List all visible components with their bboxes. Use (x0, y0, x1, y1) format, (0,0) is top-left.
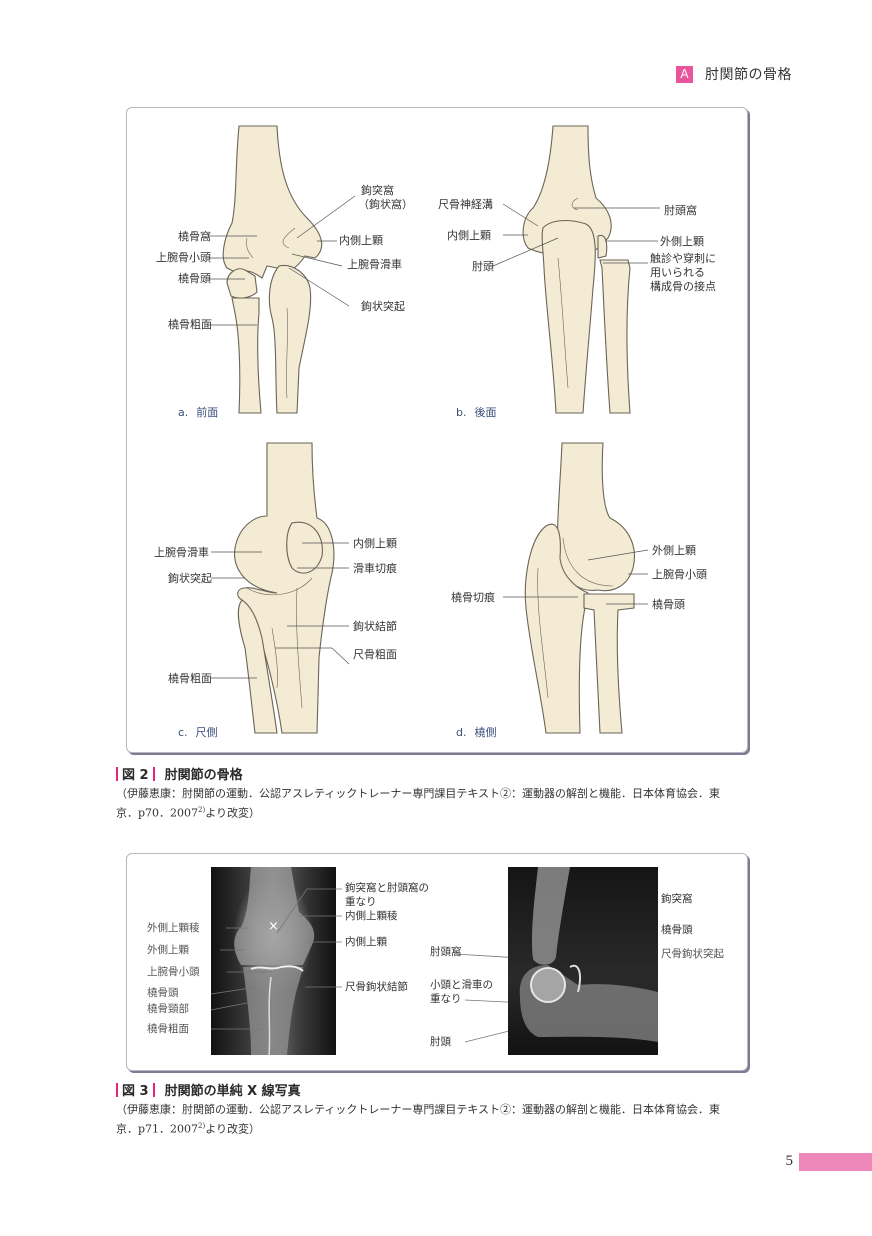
page-number: 5 (785, 1153, 794, 1169)
label-medial-epicondyle: 内側上顆 (339, 234, 383, 247)
figure-3-title: 図 3 肘関節の単純 X 線写真 (116, 1080, 752, 1099)
panel-c-ulnar: 内側上顆 上腕骨滑車 滑車切痕 鉤状突起 鉤状結節 尺骨粗面 橈骨粗面 c.尺側 (127, 428, 438, 754)
label-capitulum-d: 上腕骨小頭 (652, 568, 707, 581)
x-marker-icon: × (268, 919, 279, 934)
panel-d-radial: 外側上顆 上腕骨小頭 橈骨切痕 橈骨頭 d.橈側 (438, 428, 749, 754)
label-palpation-note-1: 触診や穿刺に (650, 252, 716, 265)
figure-2-source: （伊藤恵康：肘関節の運動．公認アスレティックトレーナー専門課目テキスト②：運動器… (116, 787, 721, 820)
xray-label-radial-neck: 橈骨頸部 (147, 1003, 189, 1015)
section-title: 肘関節の骨格 (705, 67, 792, 83)
label-trochlea-c: 上腕骨滑車 (154, 546, 209, 559)
ulnar-side-elbow-illustration (211, 442, 350, 734)
label-palpation-note-3: 構成骨の接点 (650, 280, 716, 293)
xray-label-lateral-supracondylar-ridge: 外側上顆稜 (147, 922, 200, 934)
label-coronoid-process-c: 鉤状突起 (168, 572, 212, 585)
label-radial-head-d: 橈骨頭 (652, 598, 685, 611)
figure-2-title: 図 2 肘関節の骨格 (116, 764, 752, 783)
panel-a-anterior: 鉤突窩 （鉤状窩） 橈骨窩 内側上顆 上腕骨小頭 上腕骨滑車 橈骨頭 鉤状突起 … (127, 108, 438, 428)
xray-label-radial-head-lat: 橈骨頭 (661, 924, 693, 936)
panel-a-caption: a.前面 (178, 406, 219, 419)
label-radial-head: 橈骨頭 (178, 272, 211, 285)
xray-label-overlap-1: 小頭と滑車の (430, 979, 493, 991)
anterior-elbow-illustration (207, 125, 356, 414)
xray-label-radial-tuberosity: 橈骨粗面 (147, 1023, 189, 1035)
figure-3-source: （伊藤恵康：肘関節の運動．公認アスレティックトレーナー専門課目テキスト②：運動器… (116, 1103, 721, 1136)
label-palpation-note-2: 用いられる (650, 266, 705, 279)
label-medial-epicondyle-post: 内側上顆 (447, 229, 491, 242)
label-coronoid-fossa: 鉤突窩 (361, 184, 394, 197)
page-accent-bar (799, 1153, 872, 1171)
label-coronoid-fossa-alt: （鉤状窩） (358, 198, 413, 211)
label-coronoid-process: 鉤状突起 (361, 300, 405, 313)
xray-lateral-view (508, 867, 658, 1055)
xray-label-radial-head: 橈骨頭 (147, 987, 179, 999)
label-medial-epicondyle-c: 内側上顆 (353, 537, 397, 550)
panel-c-caption: c.尺側 (178, 726, 218, 739)
label-radial-tuberosity-c: 橈骨粗面 (168, 672, 212, 685)
xray-label-overlap-2: 重なり (430, 993, 462, 1005)
label-radial-tuberosity: 橈骨粗面 (168, 318, 212, 331)
panel-b-caption: b.後面 (456, 406, 497, 419)
xray-label-fossa-overlap-2: 重なり (345, 896, 377, 908)
posterior-elbow-illustration (492, 125, 660, 414)
xray-label-coronoid-fossa: 鉤突窩 (661, 893, 693, 905)
figure-2-frame: 鉤突窩 （鉤状窩） 橈骨窩 内側上顆 上腕骨小頭 上腕骨滑車 橈骨頭 鉤状突起 … (126, 107, 748, 753)
section-badge: A (676, 65, 693, 83)
label-lateral-epicondyle-post: 外側上顆 (660, 235, 704, 248)
panel-b-posterior: 尺骨神経溝 肘頭窩 内側上顆 外側上顆 肘頭 触診や穿刺に 用いられる 構成骨の… (438, 108, 749, 428)
label-capitulum: 上腕骨小頭 (156, 251, 211, 264)
xray-label-medial-supracondylar-ridge: 内側上顆稜 (345, 910, 398, 922)
label-ulnar-tuberosity: 尺骨粗面 (353, 648, 397, 661)
label-radial-notch: 橈骨切痕 (451, 591, 495, 604)
label-olecranon: 肘頭 (472, 260, 494, 273)
label-trochlea: 上腕骨滑車 (347, 258, 402, 271)
label-lateral-epicondyle-d: 外側上顆 (652, 544, 696, 557)
xray-label-medial-epicondyle: 内側上顆 (345, 936, 387, 948)
label-olecranon-fossa: 肘頭窩 (664, 204, 697, 217)
radial-side-elbow-illustration (503, 442, 649, 734)
label-radial-fossa: 橈骨窩 (178, 230, 211, 243)
xray-ap-structure (234, 867, 315, 1055)
xray-label-olecranon-fossa: 肘頭窩 (430, 946, 462, 958)
label-trochlear-notch: 滑車切痕 (353, 562, 397, 575)
figure-2-caption: 図 2 肘関節の骨格 （伊藤恵康：肘関節の運動．公認アスレティックトレーナー専門… (116, 764, 752, 822)
label-sublime-tubercle: 鉤状結節 (353, 620, 397, 633)
figure-3-frame: × 外側上顆稜 外側上顆 上腕骨小頭 橈骨頭 橈骨頸部 橈骨粗面 鉤突窩と肘頭窩… (126, 853, 748, 1071)
xray-lateral-structure (519, 867, 658, 1042)
figure-3-caption: 図 3 肘関節の単純 X 線写真 （伊藤恵康：肘関節の運動．公認アスレティックト… (116, 1080, 752, 1138)
xray-label-olecranon: 肘頭 (430, 1036, 451, 1048)
running-header: A 肘関節の骨格 (676, 64, 792, 84)
xray-ap-view: × (211, 867, 336, 1055)
xray-label-sublime-tubercle: 尺骨鉤状結節 (345, 981, 408, 993)
label-ulnar-nerve-groove: 尺骨神経溝 (438, 198, 493, 211)
xray-label-coronoid-process: 尺骨鉤状突起 (661, 948, 724, 960)
xray-label-lateral-epicondyle: 外側上顆 (147, 944, 189, 956)
xray-label-fossa-overlap-1: 鉤突窩と肘頭窩の (345, 882, 429, 894)
xray-label-capitulum: 上腕骨小頭 (147, 966, 200, 978)
panel-d-caption: d.橈側 (456, 726, 497, 739)
